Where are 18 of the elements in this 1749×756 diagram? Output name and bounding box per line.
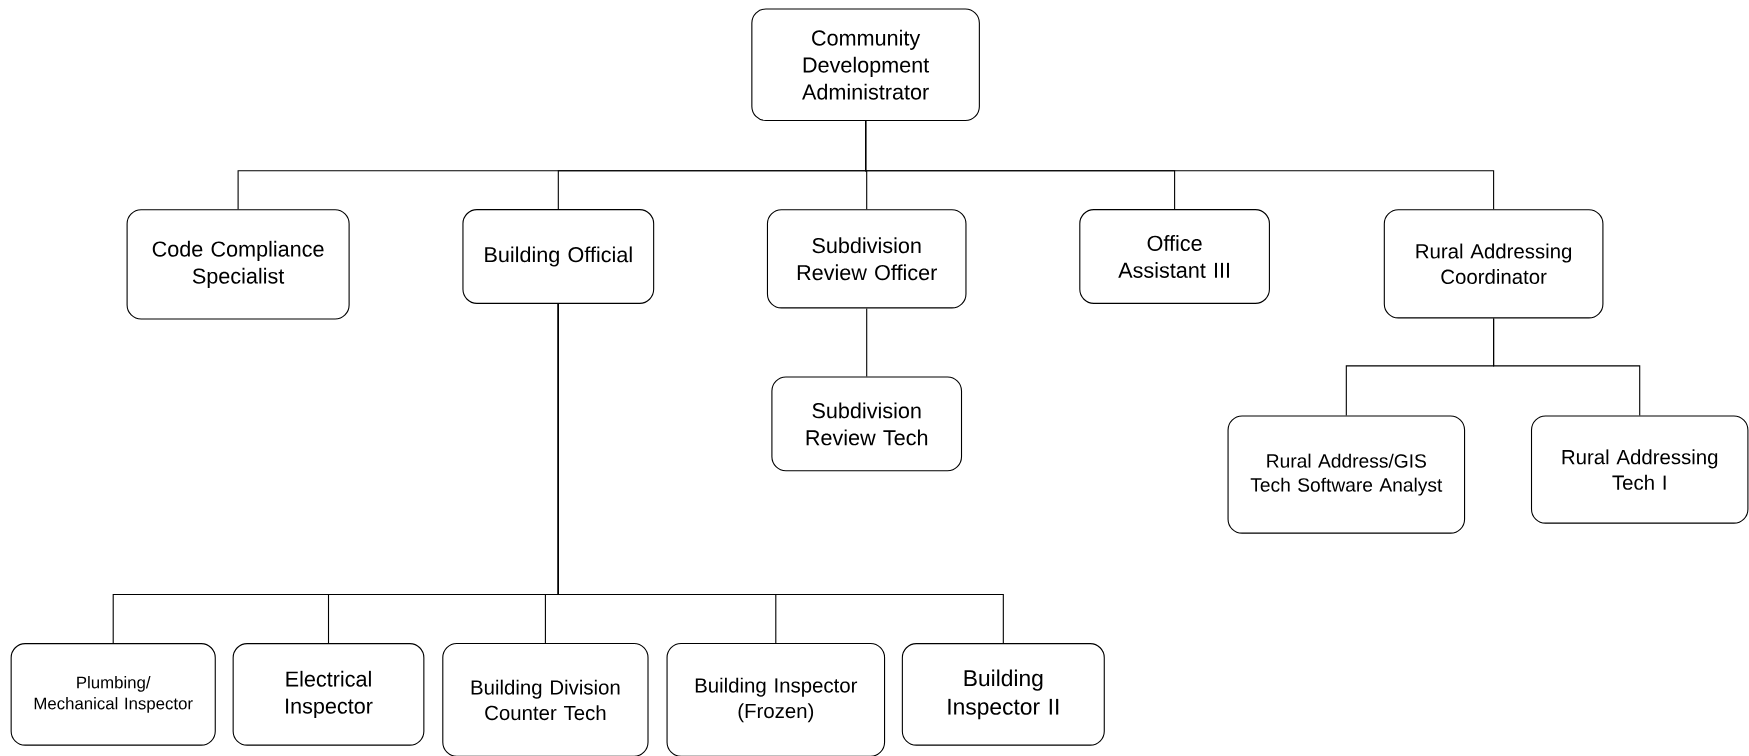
position-box: Community Development Administrator [751,8,980,121]
position-box: Building Division Counter Tech [442,643,649,756]
position-box: Rural Addressing Coordinator [1383,209,1604,319]
position-box: Code Compliance Specialist [126,209,350,320]
position-box: Subdivision Review Officer [766,209,967,309]
position-box: Office Assistant III [1079,209,1270,304]
position-box: Building Inspector II [901,643,1105,746]
connector-line [865,120,1495,210]
connector-line [1493,317,1641,417]
position-box: Rural Address/GIS Tech Software Analyst [1227,415,1466,534]
connector-line [866,307,868,378]
position-box: Building Official [462,209,655,304]
position-box: Electrical Inspector [232,643,425,746]
position-box: Subdivision Review Tech [771,376,963,472]
position-box: Plumbing/ Mechanical Inspector [10,643,216,746]
position-box: Rural Addressing Tech I [1530,415,1749,524]
connector-line [557,303,1004,644]
position-box: Building Inspector (Frozen) [666,643,886,756]
